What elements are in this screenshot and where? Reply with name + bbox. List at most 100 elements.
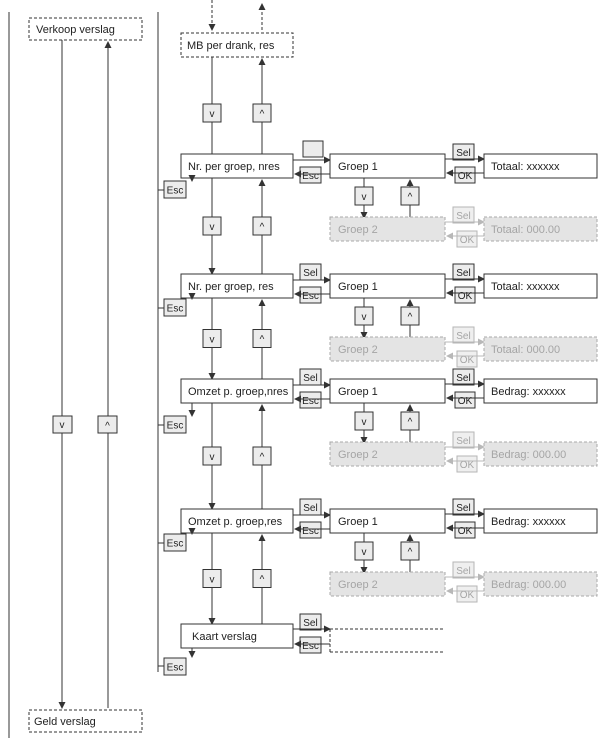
ok2-button-1[interactable]: OK — [456, 230, 478, 248]
ok-button-4[interactable]: OK — [454, 521, 476, 539]
esc-left-button-4[interactable]: Esc — [163, 533, 187, 552]
up-button-2[interactable]: ^ — [252, 329, 272, 348]
svg-text:v: v — [362, 417, 367, 428]
value1-box-1[interactable]: Totaal: xxxxxx — [483, 153, 598, 179]
value1-box-4[interactable]: Bedrag: xxxxxx — [483, 508, 598, 534]
svg-text:Sel: Sel — [303, 268, 317, 279]
value2-sel-button-3[interactable]: Sel — [452, 431, 475, 449]
svg-text:v: v — [60, 420, 65, 431]
value1-box-2[interactable]: Totaal: xxxxxx — [483, 273, 598, 299]
svg-text:Sel: Sel — [303, 618, 317, 629]
svg-text:Groep 1: Groep 1 — [338, 161, 378, 173]
ok2-button-3[interactable]: OK — [456, 455, 478, 473]
svg-text:Bedrag: 000.00: Bedrag: 000.00 — [491, 449, 566, 461]
group-down-button-2[interactable]: v — [354, 306, 374, 326]
svg-text:^: ^ — [408, 192, 413, 203]
value-sel-button-4[interactable]: Sel — [452, 498, 475, 516]
group2-box-3[interactable]: Groep 2 — [329, 441, 446, 467]
value-sel-button-2[interactable]: Sel — [452, 263, 475, 281]
down-button-1[interactable]: v — [202, 216, 222, 236]
geld-verslag-box[interactable]: Geld verslag — [28, 709, 143, 733]
menu-item-1[interactable]: Nr. per groep, nres — [180, 153, 294, 179]
ok-button-2[interactable]: OK — [454, 286, 476, 304]
svg-text:^: ^ — [105, 421, 110, 432]
esc-button-1[interactable]: Esc — [299, 166, 322, 184]
group-up-button-4[interactable]: ^ — [400, 541, 420, 561]
verkoop-verslag-box[interactable]: Verkoop verslag — [28, 17, 143, 41]
svg-text:Groep 2: Groep 2 — [338, 224, 378, 236]
esc-button-3[interactable]: Esc — [299, 391, 322, 409]
svg-text:Esc: Esc — [167, 304, 184, 315]
up-button-1[interactable]: ^ — [252, 216, 272, 236]
up-button-3[interactable]: ^ — [252, 446, 272, 466]
group-up-button-1[interactable]: ^ — [400, 186, 420, 206]
ok2-button-2[interactable]: OK — [456, 350, 478, 368]
svg-text:Esc: Esc — [167, 539, 184, 550]
left-up-button[interactable]: ^ — [97, 415, 118, 434]
svg-text:Groep 1: Groep 1 — [338, 516, 378, 528]
svg-text:OK: OK — [458, 396, 473, 407]
value-sel-button-1[interactable]: Sel — [452, 143, 475, 161]
group1-box-2[interactable]: Groep 1 — [329, 273, 446, 299]
svg-text:Totaal: xxxxxx: Totaal: xxxxxx — [491, 281, 560, 293]
sel-button-4[interactable]: Sel — [299, 498, 322, 516]
sel-button-1[interactable] — [302, 140, 324, 158]
svg-text:^: ^ — [260, 222, 265, 233]
group1-box-1[interactable]: Groep 1 — [329, 153, 446, 179]
ok-button-3[interactable]: OK — [454, 391, 476, 409]
esc-button-2[interactable]: Esc — [299, 286, 322, 304]
group-up-button-2[interactable]: ^ — [400, 306, 420, 326]
group1-box-4[interactable]: Groep 1 — [329, 508, 446, 534]
up-button-4[interactable]: ^ — [252, 569, 272, 588]
value2-box-4[interactable]: Bedrag: 000.00 — [483, 571, 598, 597]
down-button-2[interactable]: v — [202, 329, 222, 348]
group-down-button-3[interactable]: v — [354, 411, 374, 431]
esc-button-4[interactable]: Esc — [299, 521, 322, 539]
down-button-3[interactable]: v — [202, 446, 222, 466]
group2-box-4[interactable]: Groep 2 — [329, 571, 446, 597]
svg-text:Sel: Sel — [456, 331, 470, 342]
svg-text:Sel: Sel — [456, 503, 470, 514]
svg-text:Sel: Sel — [456, 268, 470, 279]
esc-left-button-2[interactable]: Esc — [163, 298, 187, 317]
group1-box-3[interactable]: Groep 1 — [329, 378, 446, 404]
svg-text:Sel: Sel — [456, 148, 470, 159]
svg-text:v: v — [210, 452, 215, 463]
menu-item-3[interactable]: Omzet p. groep,nres — [180, 378, 294, 404]
esc-left-button-3[interactable]: Esc — [163, 415, 187, 434]
group-down-button-4[interactable]: v — [354, 541, 374, 561]
group2-box-2[interactable]: Groep 2 — [329, 336, 446, 362]
left-down-button[interactable]: v — [52, 415, 73, 434]
value1-box-3[interactable]: Bedrag: xxxxxx — [483, 378, 598, 404]
sel-button-3[interactable]: Sel — [299, 368, 322, 386]
value2-sel-button-1[interactable]: Sel — [452, 206, 475, 224]
value2-box-2[interactable]: Totaal: 000.00 — [483, 336, 598, 362]
svg-text:OK: OK — [460, 355, 475, 366]
menu-item-2[interactable]: Nr. per groep, res — [180, 273, 294, 299]
kaart-esc-button[interactable]: Esc — [299, 636, 322, 654]
menu-item-4[interactable]: Omzet p. groep,res — [180, 508, 294, 534]
sel-button-2[interactable]: Sel — [299, 263, 322, 281]
esc-left-button-kaart[interactable]: Esc — [163, 657, 187, 676]
menu-item-kaart-verslag[interactable]: Kaart verslag — [180, 623, 294, 649]
ok-button-1[interactable]: OK — [454, 166, 476, 184]
svg-text:OK: OK — [460, 235, 475, 246]
esc-left-button-1[interactable]: Esc — [163, 180, 187, 199]
down-button-0[interactable]: v — [202, 103, 222, 123]
down-button-4[interactable]: v — [202, 569, 222, 588]
kaart-sel-button[interactable]: Sel — [299, 613, 322, 631]
group-down-button-1[interactable]: v — [354, 186, 374, 206]
svg-text:Omzet p. groep,res: Omzet p. groep,res — [188, 516, 283, 528]
value2-box-1[interactable]: Totaal: 000.00 — [483, 216, 598, 242]
value2-sel-button-4[interactable]: Sel — [452, 561, 475, 579]
up-button-0[interactable]: ^ — [252, 103, 272, 123]
value-sel-button-3[interactable]: Sel — [452, 368, 475, 386]
group2-box-1[interactable]: Groep 2 — [329, 216, 446, 242]
ok2-button-4[interactable]: OK — [456, 585, 478, 603]
value2-sel-button-2[interactable]: Sel — [452, 326, 475, 344]
mb-per-drank-box[interactable]: MB per drank, res — [180, 32, 294, 58]
group-up-button-3[interactable]: ^ — [400, 411, 420, 431]
value2-box-3[interactable]: Bedrag: 000.00 — [483, 441, 598, 467]
